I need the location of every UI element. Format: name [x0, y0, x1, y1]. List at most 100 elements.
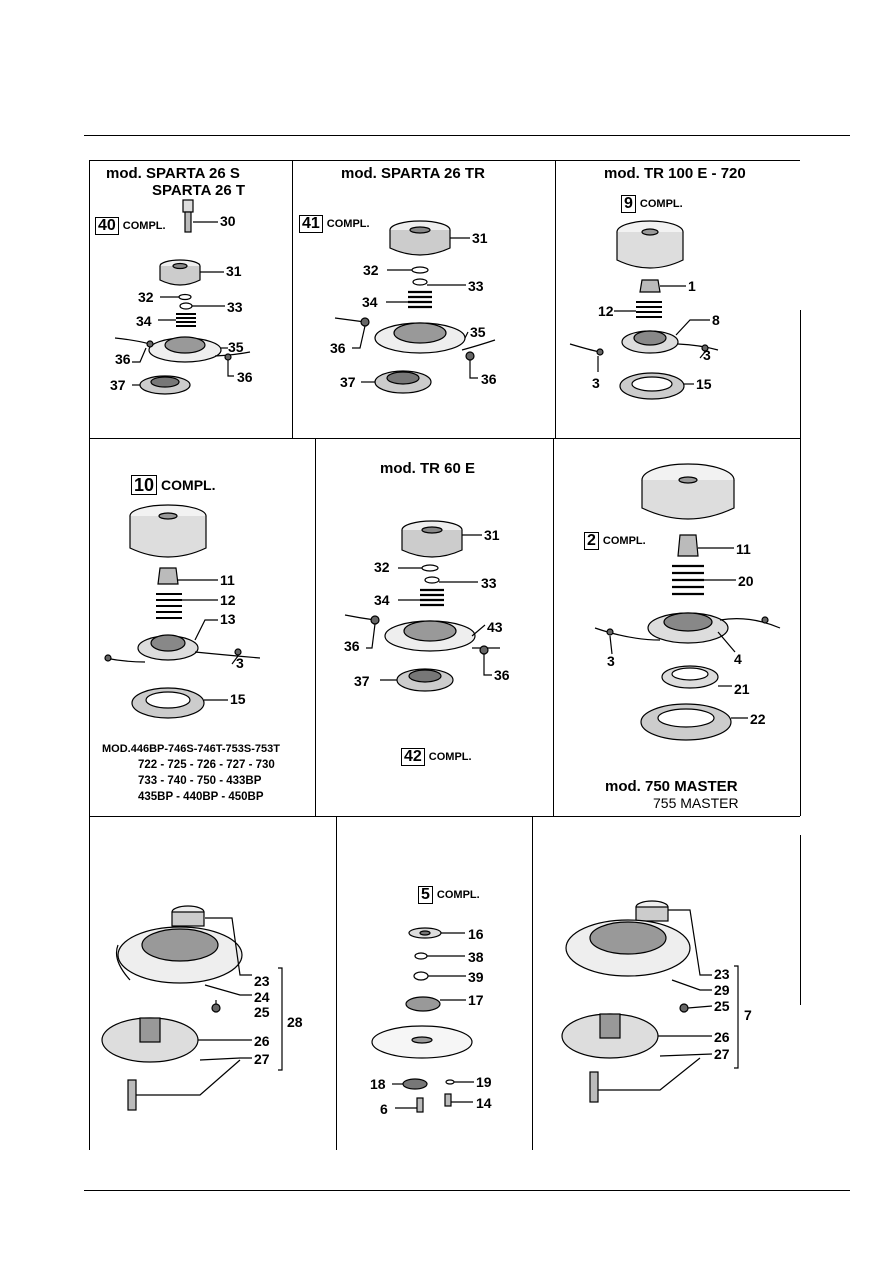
part-label: 26	[254, 1033, 270, 1049]
part-label: 4	[734, 651, 742, 667]
part-label: 23	[714, 966, 730, 982]
part-label: 36	[344, 638, 360, 654]
part-label: 25	[714, 998, 730, 1014]
part-label: 39	[468, 969, 484, 985]
master750-title: mod. 750 MASTER	[605, 778, 738, 795]
compl-text: COMPL.	[161, 477, 216, 493]
part-label: 34	[374, 592, 390, 608]
part-label: 13	[220, 611, 236, 627]
part-label: 17	[468, 992, 484, 1008]
part-label: 23	[254, 973, 270, 989]
kit-2-label: 2 COMPL.	[584, 532, 646, 550]
compl-text: COMPL.	[326, 218, 370, 230]
grid-line	[553, 438, 554, 816]
part-label: 36	[330, 340, 346, 356]
part-label: 37	[340, 374, 356, 390]
part-label: 36	[237, 369, 253, 385]
part-label: 31	[472, 230, 488, 246]
grid-line	[89, 160, 90, 1150]
master750-subtitle: 755 MASTER	[653, 795, 739, 811]
part-label: 26	[714, 1029, 730, 1045]
part-label: 19	[476, 1074, 492, 1090]
kit-5-label: 5 COMPL.	[418, 886, 480, 904]
head28-drawing	[101, 905, 283, 1111]
part-label: 32	[138, 289, 154, 305]
part-label: 21	[734, 681, 750, 697]
part-label: 34	[136, 313, 152, 329]
kit-number-box: 5	[418, 886, 433, 904]
grid-line	[532, 816, 533, 1150]
tr60e-drawing	[344, 520, 500, 692]
part-label: 32	[374, 559, 390, 575]
part-label: 28	[287, 1014, 303, 1030]
kit-number-box: 10	[131, 475, 158, 495]
part-label: 35	[470, 324, 486, 340]
part-label: 22	[750, 711, 766, 727]
part-label: 34	[362, 294, 378, 310]
part-label: 16	[468, 926, 484, 942]
part-label: 11	[736, 541, 751, 557]
kit-42-label: 42 COMPL.	[401, 748, 472, 766]
part-label: 36	[481, 371, 497, 387]
part-label: 20	[738, 573, 754, 589]
part-label: 36	[494, 667, 510, 683]
part-label: 7	[744, 1007, 752, 1023]
part-label: 18	[370, 1076, 386, 1092]
part-label: 12	[598, 303, 614, 319]
kit-number-box: 40	[95, 217, 119, 235]
part-label: 6	[380, 1101, 388, 1117]
part-label: 30	[220, 213, 236, 229]
grid-line	[336, 816, 337, 1150]
master750-drawing	[594, 463, 781, 741]
model-list-line: 722 - 725 - 726 - 727 - 730	[138, 759, 275, 771]
tr100e-title: mod. TR 100 E - 720	[604, 165, 746, 182]
grid-line	[555, 160, 556, 438]
part-label: 12	[220, 592, 236, 608]
part-label: 15	[696, 376, 712, 392]
part-label: 3	[607, 653, 615, 669]
part-label: 14	[476, 1095, 492, 1111]
top-rule	[84, 135, 850, 136]
part-label: 37	[110, 377, 126, 393]
part-label: 31	[484, 527, 500, 543]
part-label: 33	[227, 299, 243, 315]
part-label: 36	[115, 351, 131, 367]
compl-text: COMPL.	[602, 535, 646, 547]
part-label: 33	[468, 278, 484, 294]
sparta26tr-title: mod. SPARTA 26 TR	[341, 165, 485, 182]
part-label: 8	[712, 312, 720, 328]
part-label: 27	[714, 1046, 730, 1062]
part-label: 29	[714, 982, 730, 998]
part-label: 38	[468, 949, 484, 965]
part-label: 11	[220, 572, 235, 588]
kit-number-box: 42	[401, 748, 425, 766]
part-label: 1	[688, 278, 696, 294]
sparta26s-subtitle: SPARTA 26 T	[152, 182, 246, 199]
part-label: 3	[236, 655, 244, 671]
kit-40-label: 40 COMPL.	[95, 217, 166, 235]
part-label: 25	[254, 1004, 270, 1020]
grid-line	[800, 835, 801, 1005]
kit-9-label: 9 COMPL.	[621, 195, 683, 213]
part-label: 31	[226, 263, 242, 279]
kit-number-box: 2	[584, 532, 599, 550]
sparta26s-title: mod. SPARTA 26 S	[106, 165, 240, 182]
part-label: 35	[228, 339, 244, 355]
grid-line	[292, 160, 293, 438]
part-label: 3	[592, 375, 600, 391]
part-label: 27	[254, 1051, 270, 1067]
grid-line	[800, 438, 801, 816]
kit-number-box: 9	[621, 195, 636, 213]
part-label: 15	[230, 691, 246, 707]
grid-line	[89, 160, 800, 161]
tr100e-drawing	[569, 220, 719, 400]
model-list-line: 733 - 740 - 750 - 433BP	[138, 775, 262, 787]
tr60e-title: mod. TR 60 E	[380, 460, 476, 477]
part-label: 43	[487, 619, 503, 635]
part-label: 24	[254, 989, 270, 1005]
grid-line	[89, 816, 800, 817]
kit-10-label: 10 COMPL.	[131, 475, 215, 495]
compl-text: COMPL.	[122, 220, 166, 232]
kit-41-label: 41 COMPL.	[299, 215, 370, 233]
